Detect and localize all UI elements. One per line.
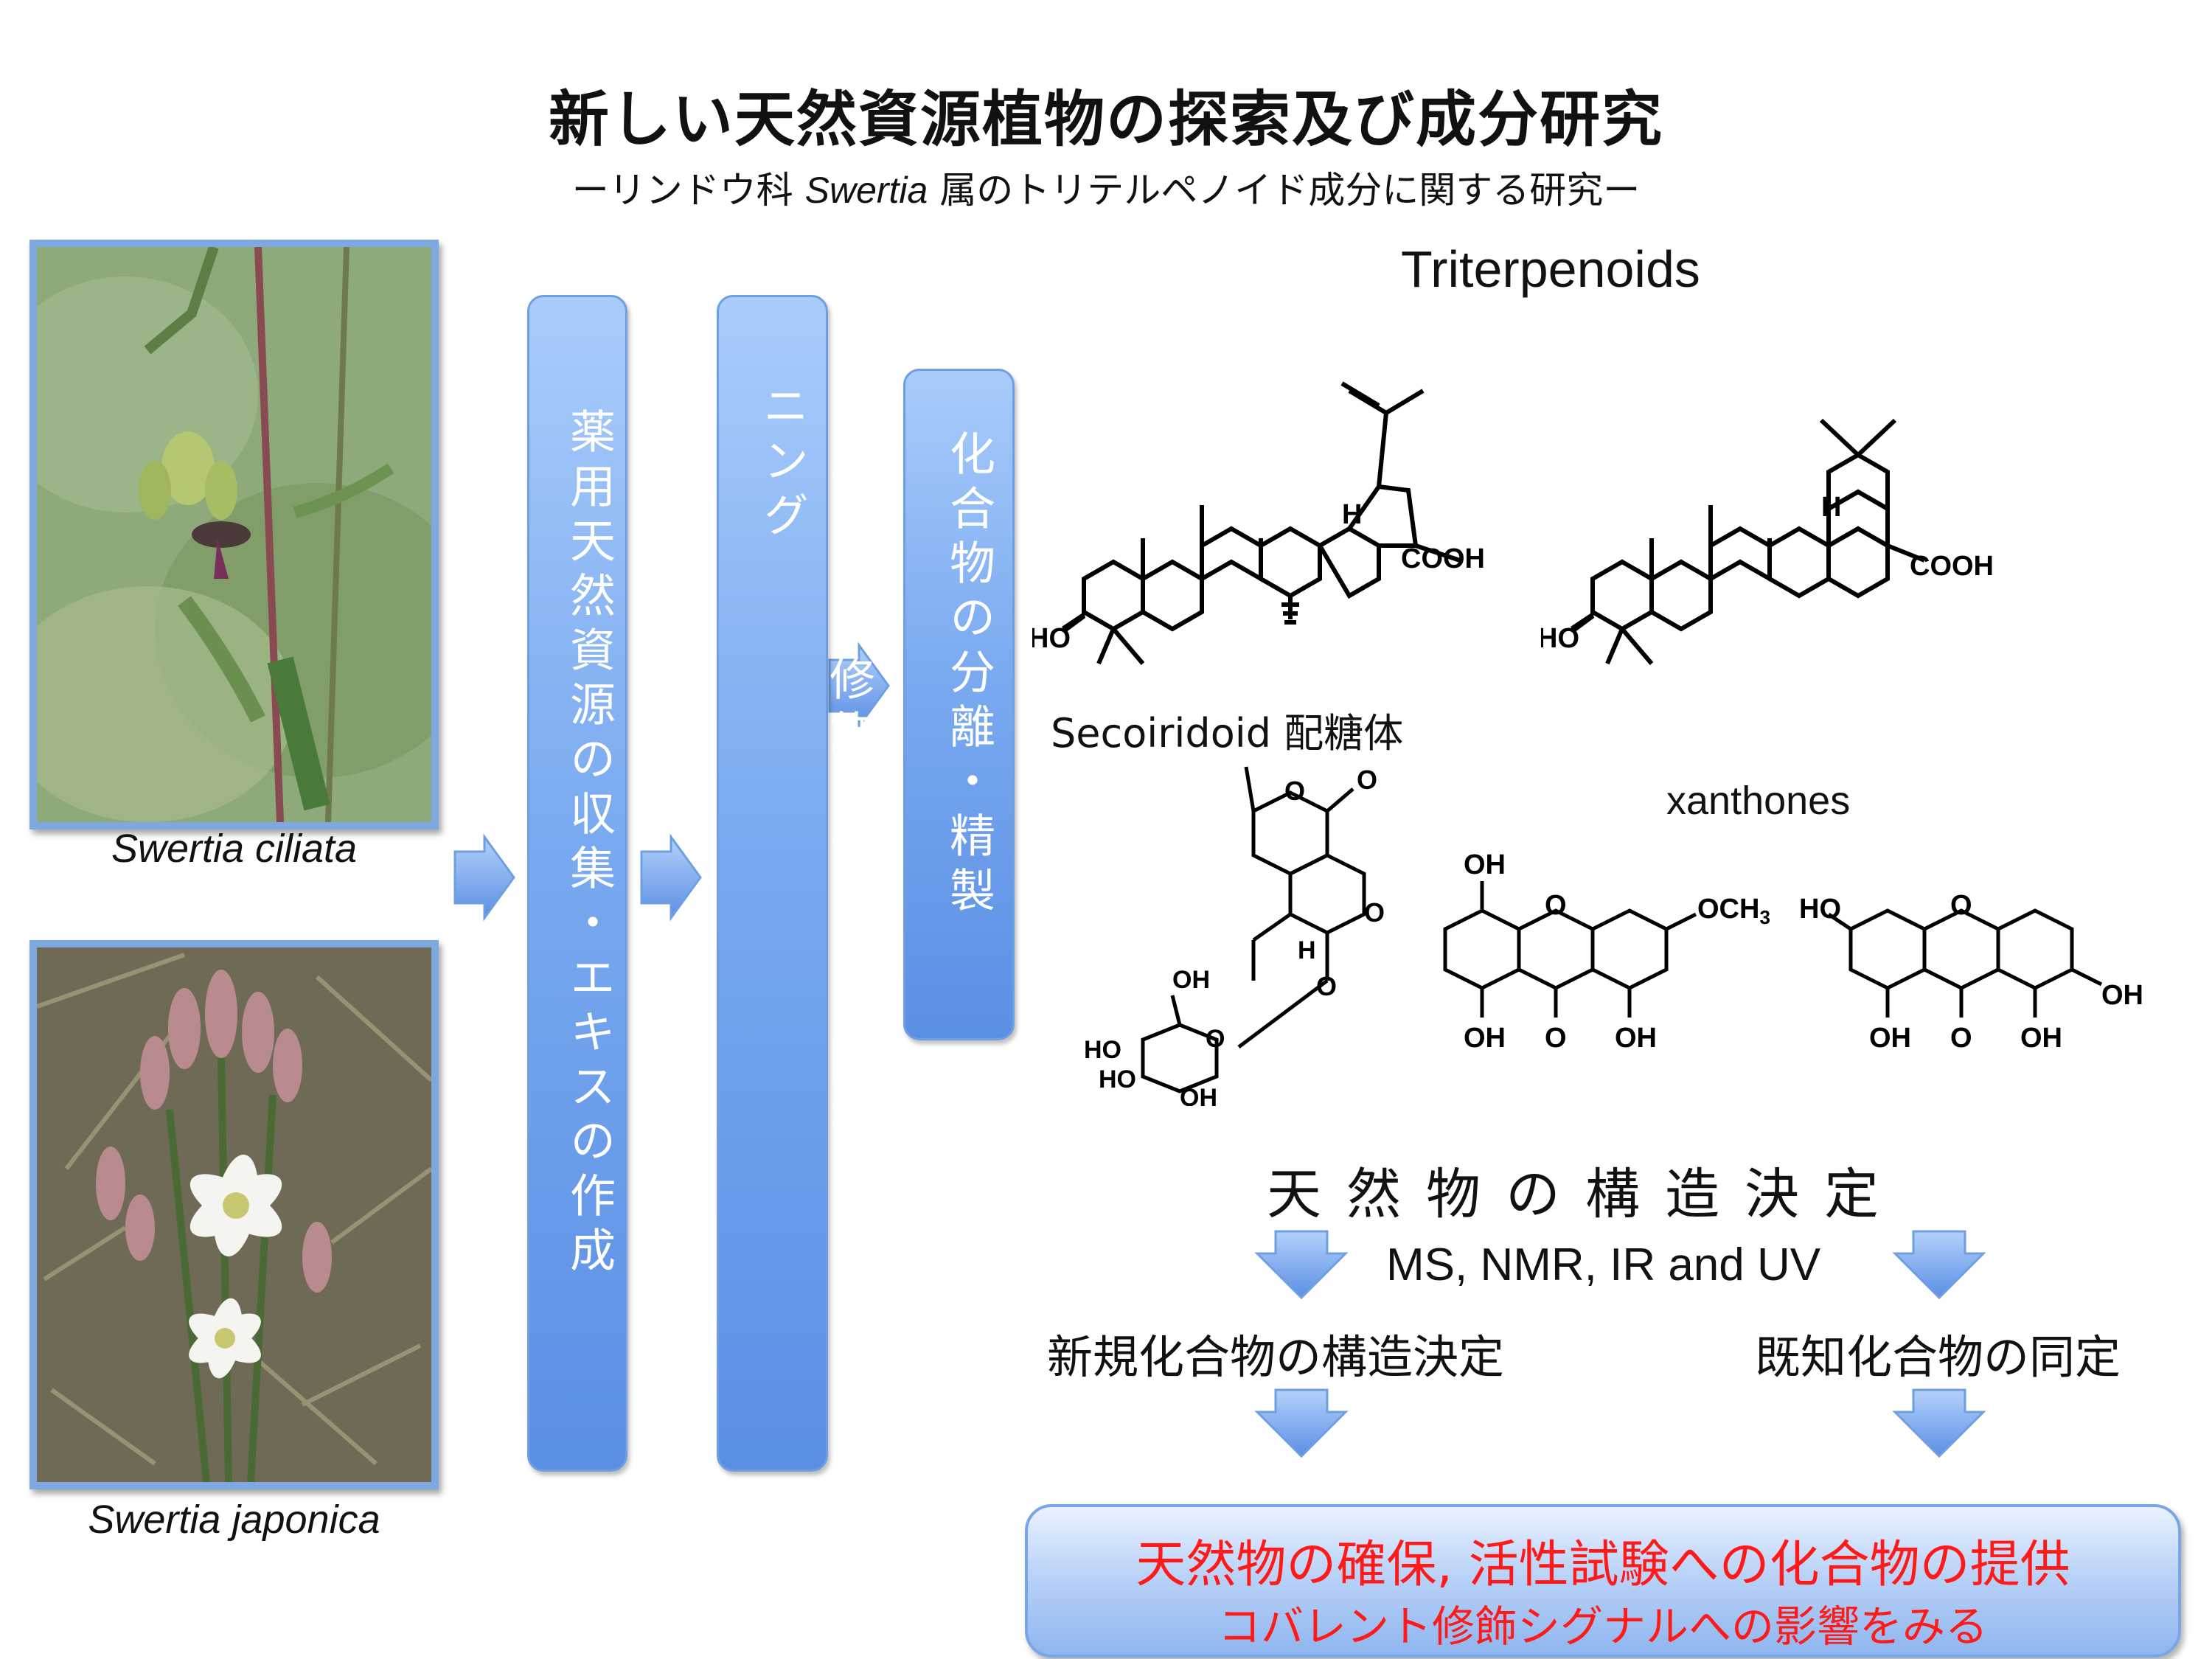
arrow-right-3 [828,641,890,730]
xanthones-heading: xanthones [1666,779,1851,823]
arrow-down-1 [1254,1230,1349,1300]
caption-swertia-japonica: Swertia japonica [88,1498,380,1542]
o-label-x1-ring: O [1545,890,1567,921]
oh-label-x2-right: OH [2020,1023,2062,1054]
triterpenoids-heading: Triterpenoids [1401,240,1700,298]
o-label-glycoside: O [1316,971,1337,1001]
o-label-pyran: O [1364,897,1385,928]
photo-swertia-japonica [29,940,439,1489]
page-title: 新しい天然資源植物の探索及び成分研究 [548,85,1663,155]
structure-determination-heading: 天然物の構造決定 [1267,1163,1904,1226]
o-label-carbonyl: O [1357,765,1377,795]
ho-label-2: HO [1541,623,1579,654]
page-subtitle: ーリンドウ科 Swertia 属のトリテルペノイド成分に関する研究ー [571,169,1641,212]
o-label-x2-carbonyl: O [1950,1023,1972,1054]
known-compound-identification-text: 既知化合物の同定 [1755,1330,2121,1384]
final-outcome-line1: 天然物の確保, 活性試験への化合物の提供 [1135,1536,2070,1594]
oh-label-x1-right: OH [1615,1023,1657,1054]
secoiridoid-structure: O O O O H OH O HO HO OH [1084,765,1385,1106]
oh-label-sugar-bottom: OH [1180,1084,1217,1106]
step-collection-text: 薬用天然資源の収集・エキスの作成 [562,408,616,1281]
new-compound-structure-text: 新規化合物の構造決定 [1047,1330,1505,1384]
ho-label-sugar-1: HO [1084,1036,1121,1064]
h-label-1: H [1342,499,1362,530]
oh-label-x2-far: OH [2101,980,2143,1011]
h-label-seco: H [1298,936,1316,964]
h-label-2: H [1821,492,1841,523]
oh-label-x2-left: OH [1869,1023,1911,1054]
arrow-down-4 [1892,1388,1986,1458]
arrow-right-2 [640,833,702,922]
secoiridoid-heading: Secoiridoid 配糖体 [1051,710,1404,757]
triterpenoid-structure-2: HO COOH H [1541,418,1994,665]
o-label-ring: O [1284,776,1305,806]
oh-label-x1-left: OH [1464,1023,1506,1054]
och3-label: OCH3 [1697,894,1770,928]
cooh-label-2: COOH [1910,551,1994,582]
caption-swertia-ciliata: Swertia ciliata [111,827,358,871]
arrow-down-3 [1254,1388,1349,1458]
oh-label-sugar-top: OH [1172,966,1210,994]
arrow-down-2 [1892,1230,1986,1300]
step-box-isolation: 化合物の分離・精製 [903,369,1015,1040]
xanthone-structure-2: HO O OH O OH OH [1799,890,2143,1054]
ho-label-sugar-2: HO [1099,1065,1136,1093]
step-box-screening: コバレント修飾シグナルに関わるスクリーニング [717,295,875,1472]
o-label-sugar: O [1206,1025,1225,1053]
step-screening-text: コバレント修飾シグナルに関わるスクリーニング [755,382,875,1419]
cooh-label-1: COOH [1401,543,1485,574]
triterpenoid-structure-1: HO COOH H [1032,381,1485,665]
ho-label-x2: HO [1799,894,1841,925]
photo-swertia-ciliata [29,240,439,830]
swertia-japonica-image [37,947,431,1482]
ho-label-1: HO [1032,623,1071,654]
analysis-methods: MS, NMR, IR and UV [1386,1239,1821,1290]
step-box-collection: 薬用天然資源の収集・エキスの作成 [527,295,627,1472]
final-outcome-line2: コバレント修飾シグナルへの影響をみる [1217,1601,1988,1652]
o-label-x2-ring: O [1950,890,1972,921]
o-label-x1-carbonyl: O [1545,1023,1567,1054]
final-outcome-box: 天然物の確保, 活性試験への化合物の提供 コバレント修飾シグナルへの影響をみる [1025,1504,2181,1658]
arrow-right-1 [453,833,515,922]
oh-label-x1-top: OH [1464,849,1506,880]
step-isolation-text: 化合物の分離・精製 [942,430,995,921]
swertia-ciliata-image [37,247,431,822]
xanthone-structure-1: OH O OH O OH OCH3 [1443,849,1770,1054]
